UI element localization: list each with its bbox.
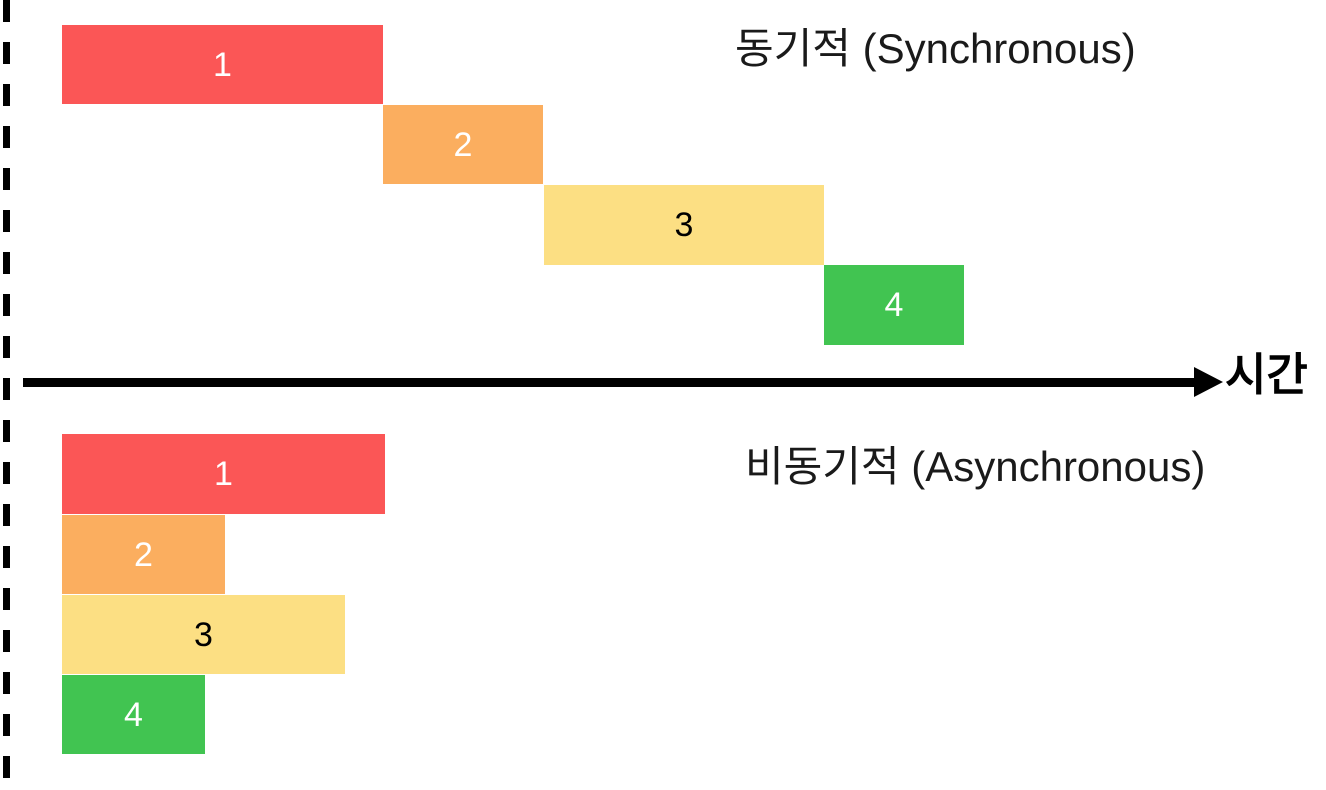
sync-task-label-1: 1 (213, 45, 232, 84)
async-task-bar-1: 1 (62, 434, 385, 514)
arrow-right-icon (1194, 367, 1223, 397)
sync-task-label-2: 2 (453, 125, 473, 164)
async-task-label-2: 2 (134, 535, 153, 574)
sync-task-bar-2: 2 (383, 105, 543, 184)
sync-task-label-4: 4 (884, 286, 904, 324)
sync-task-bar-3: 3 (544, 185, 824, 265)
sync-task-bar-4: 4 (824, 265, 964, 345)
left-dashed-rule (3, 0, 10, 790)
asynchronous-caption: 비동기적 (Asynchronous) (745, 443, 1206, 490)
sync-task-bar-1: 1 (62, 25, 383, 104)
synchronous-caption: 동기적 (Synchronous) (735, 25, 1136, 72)
async-task-label-1: 1 (214, 455, 233, 493)
async-task-bar-4: 4 (62, 675, 205, 754)
async-task-bar-3: 3 (62, 595, 345, 674)
async-task-label-3: 3 (194, 615, 213, 654)
sync-task-label-3: 3 (674, 206, 694, 244)
timeline-axis-line (23, 378, 1199, 387)
async-task-bar-2: 2 (62, 515, 225, 594)
timeline-axis-label: 시간 (1225, 349, 1308, 400)
async-task-label-4: 4 (124, 695, 143, 734)
